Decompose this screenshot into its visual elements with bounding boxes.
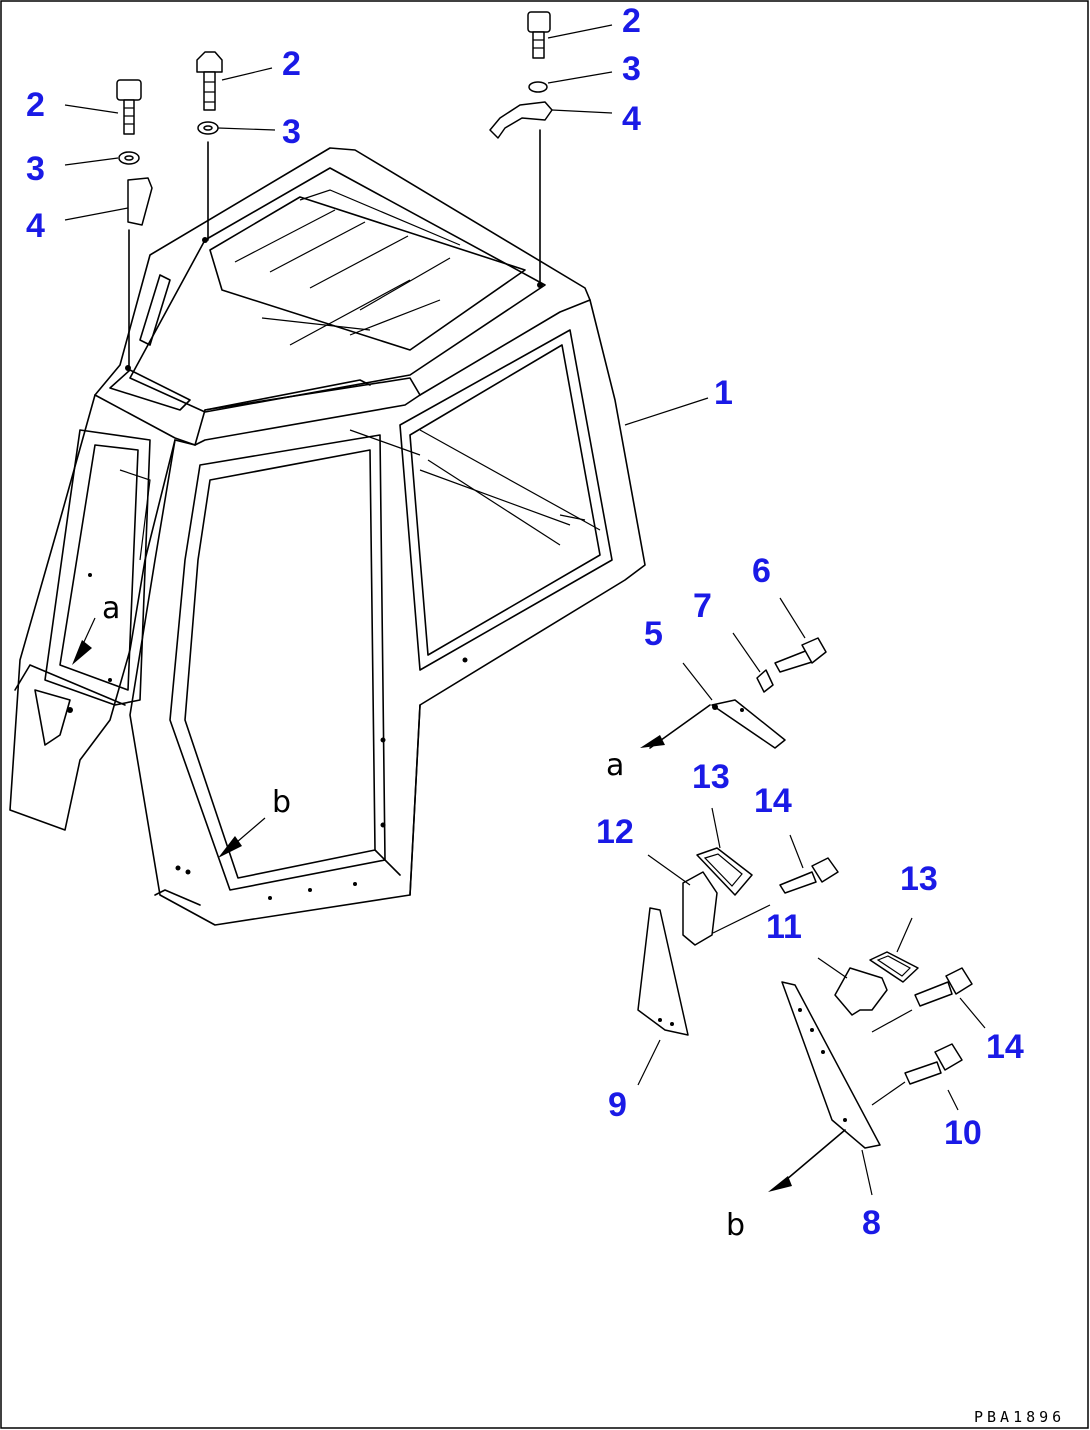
callout-8: 8 — [862, 1204, 881, 1242]
callout-7: 7 — [693, 587, 712, 625]
hardware-right — [489, 11, 553, 283]
callout-10: 10 — [944, 1114, 982, 1152]
callout-6: 6 — [752, 552, 771, 590]
leader-lines — [64, 24, 709, 426]
view-ref-a-cab: a — [102, 591, 120, 626]
callout-5: 5 — [644, 615, 663, 653]
callout-4-left: 4 — [26, 207, 45, 245]
callout-3-left: 3 — [26, 150, 45, 188]
callout-2-middle: 2 — [282, 45, 301, 83]
callout-labels: 2 3 4 2 3 2 3 4 1 6 7 5 13 14 12 13 11 1… — [26, 2, 1024, 1242]
callout-12: 12 — [596, 813, 634, 851]
callout-2-left: 2 — [26, 86, 45, 124]
detail-b-assembly — [637, 807, 986, 1196]
hardware-middle — [196, 51, 223, 241]
view-ref-b-cab: b — [272, 785, 291, 820]
callout-9: 9 — [608, 1086, 627, 1124]
callout-14-upper: 14 — [754, 782, 792, 820]
callout-1: 1 — [714, 374, 733, 412]
callout-13-lower: 13 — [900, 860, 938, 898]
callout-14-lower: 14 — [986, 1028, 1024, 1066]
drawing-code: PBA1896 — [974, 1408, 1065, 1426]
view-ref-b-detail: b — [726, 1208, 745, 1243]
callout-3-right: 3 — [622, 50, 641, 88]
callout-11: 11 — [766, 908, 802, 946]
view-ref-a-detail: a — [606, 748, 624, 783]
cab-frame — [9, 147, 646, 926]
callout-4-right: 4 — [622, 100, 641, 138]
callout-3-middle: 3 — [282, 113, 301, 151]
detail-a-assembly — [640, 597, 827, 749]
hardware-left — [116, 79, 153, 371]
callout-13-upper: 13 — [692, 758, 730, 796]
callout-2-right: 2 — [622, 2, 641, 40]
view-reference-labels: a b a b — [102, 591, 745, 1243]
